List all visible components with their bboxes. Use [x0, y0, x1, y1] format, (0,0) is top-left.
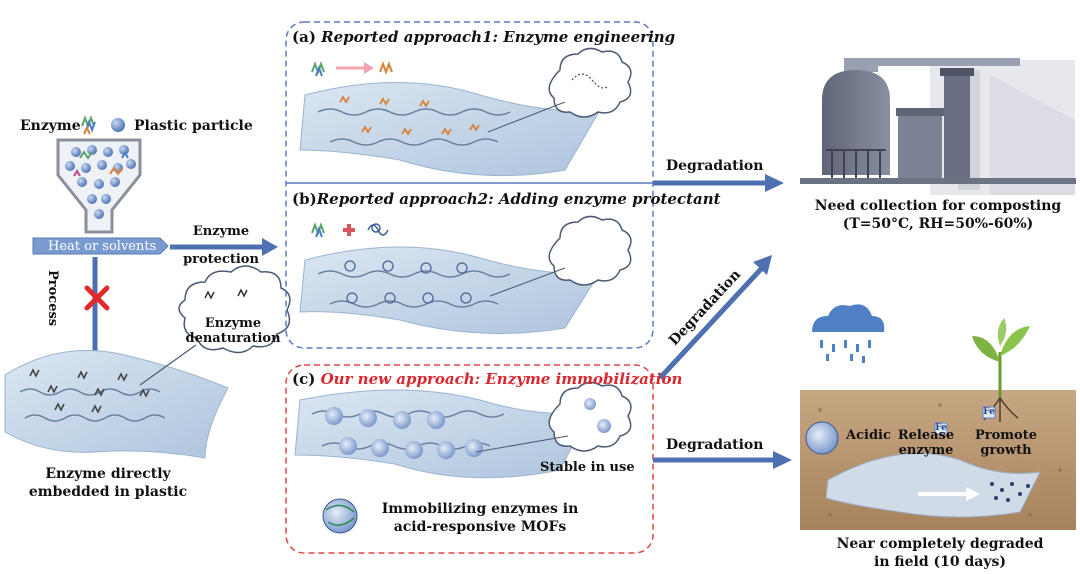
hopper	[56, 138, 142, 234]
enzyme-denaturation-label-1: Enzyme	[204, 316, 262, 331]
panel-c-title: (c) Our new approach: Enzyme immobilizat…	[292, 370, 682, 388]
degradation-label-top: Degradation	[666, 158, 764, 174]
composting-caption-1: Need collection for composting	[814, 198, 1062, 214]
panel-a-graphics	[299, 47, 632, 177]
panel-c-title-text: Our new approach: Enzyme immobilization	[320, 370, 683, 388]
degradation-arrow-diagonal	[658, 266, 764, 380]
cross-icon	[84, 285, 110, 311]
composting-caption-2: (T=50°C, RH=50%-60%)	[842, 216, 1034, 232]
mof-caption-1: Immobilizing enzymes in	[381, 501, 579, 517]
denaturation-cloud	[139, 265, 291, 386]
plastic-particles-in-hopper	[65, 145, 136, 219]
promote-growth-label-2: growth	[980, 443, 1032, 458]
process-label: Process	[45, 270, 60, 327]
heat-or-solvents-label: Heat or solvents	[48, 239, 157, 254]
panel-c-graphics	[294, 381, 632, 534]
release-enzyme-label-1: Release	[897, 428, 955, 443]
plastic-particle-legend-icon	[111, 118, 125, 132]
release-enzyme-label-2: enzyme	[898, 443, 954, 458]
panel-b-title-text: Reported approach2: Adding enzyme protec…	[316, 190, 721, 208]
mof-caption-2: acid-responsive MOFs	[393, 519, 567, 535]
rain-cloud-icon	[812, 304, 885, 363]
enzyme-denaturation-label-2: denaturation	[185, 331, 281, 346]
panel-b-graphics	[299, 215, 632, 334]
embedded-caption-2: embedded in plastic	[28, 484, 188, 500]
enzymes-in-hopper	[73, 150, 129, 177]
field-illustration	[800, 304, 1076, 530]
field-caption-1: Near completely degraded	[836, 536, 1044, 552]
panel-a-title: (a) Reported approach1: Enzyme engineeri…	[292, 28, 675, 46]
acidic-label: Acidic	[846, 428, 891, 443]
panel-b-prefix: (b)	[292, 190, 317, 208]
plastic-particle-label: Plastic particle	[134, 118, 253, 134]
stable-in-use-label: Stable in use	[540, 460, 635, 475]
promote-growth-label-1: Promote	[975, 428, 1037, 443]
panel-c-prefix: (c)	[292, 370, 321, 388]
factory-illustration	[800, 58, 1076, 195]
enzyme-protection-label-2: protection	[183, 252, 259, 267]
degradation-label-bottom: Degradation	[666, 437, 764, 453]
fe-label-1: Fe	[935, 423, 947, 433]
degrading-film	[825, 452, 1041, 518]
enzyme-protection-label-1: Enzyme	[192, 224, 250, 239]
plastic-film-with-enzymes	[4, 350, 229, 459]
fe-label-2: Fe	[983, 407, 995, 417]
panel-a-prefix: (a)	[292, 28, 322, 46]
embedded-caption-1: Enzyme directly	[45, 466, 171, 482]
field-caption-2: in field (10 days)	[874, 554, 1006, 570]
heat-bar	[32, 237, 169, 255]
panel-a-title-text: Reported approach1: Enzyme engineering	[321, 28, 676, 46]
enzyme-legend-icon	[81, 115, 96, 135]
enzyme-label: Enzyme	[20, 118, 81, 134]
panel-b-title: (b)Reported approach2: Adding enzyme pro…	[292, 190, 721, 208]
plant-icon	[972, 318, 1030, 422]
